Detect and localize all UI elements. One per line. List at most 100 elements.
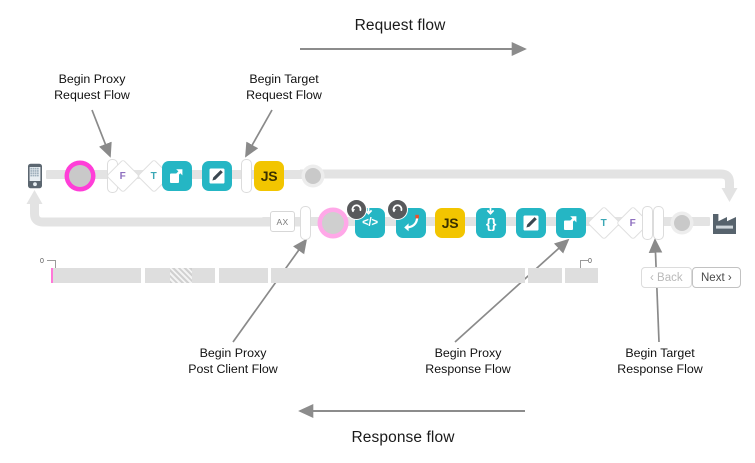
pencil-icon (209, 168, 225, 184)
proxy-response-flow-bar[interactable] (640, 206, 654, 240)
dot-shape (674, 215, 690, 231)
javascript-policy[interactable]: JS (254, 161, 284, 191)
condition-f-diamond[interactable]: F (106, 159, 140, 193)
annotation-begin-proxy-post-client: Begin Proxy Post Client Flow (153, 346, 313, 377)
bar-shape (652, 206, 664, 240)
back-button[interactable]: ‹ Back (641, 267, 692, 288)
policy-label: JS (260, 168, 278, 184)
condition-t-diamond-response[interactable]: T (587, 206, 621, 240)
annotation-line-1: Begin Proxy (58, 72, 126, 86)
policy-tile (202, 161, 232, 191)
javascript-policy-response[interactable]: JS (435, 208, 465, 238)
annotation-begin-proxy-request: Begin Proxy Request Flow (22, 72, 162, 103)
json-policy[interactable]: {} (476, 206, 506, 238)
annotation-line-1: Begin Proxy (434, 346, 502, 360)
policy-tile: {} (476, 206, 506, 238)
post-client-flow-bar[interactable] (298, 206, 312, 240)
leader-begin-proxy-post-client (232, 238, 308, 343)
timeline-start-bracket (47, 260, 56, 268)
policy-tile: </> (346, 199, 385, 238)
timeline-segment-7[interactable] (528, 268, 562, 283)
leader-begin-proxy-response (454, 238, 570, 343)
assign-policy-response[interactable] (556, 208, 586, 238)
timeline-segment-1[interactable] (53, 268, 141, 283)
share-arrow-icon (563, 215, 576, 230)
edit-policy-response[interactable] (516, 208, 546, 238)
loop-badge (346, 199, 367, 220)
condition-label: F (119, 170, 127, 182)
request-rail-return-corner (300, 169, 738, 202)
ring-shape (322, 212, 344, 234)
condition-label: F (629, 217, 637, 229)
timeline-end-bracket (580, 260, 589, 268)
timeline-segment-3[interactable] (170, 268, 192, 283)
timeline-segment-4[interactable] (192, 268, 215, 283)
leader-begin-target-request (245, 109, 273, 158)
bar-shape (299, 206, 311, 240)
policy-tile (516, 208, 546, 238)
share-arrow-icon (169, 168, 182, 183)
bar-shape (240, 159, 252, 193)
edit-policy[interactable] (202, 161, 232, 191)
condition-label: T (600, 217, 608, 229)
response-flow-row: AX </> (0, 198, 755, 248)
policy-label: </> (362, 217, 378, 229)
annotation-line-1: Begin Target (249, 72, 319, 86)
annotation-begin-target-response: Begin Target Response Flow (580, 346, 740, 377)
request-end-dot[interactable] (303, 166, 323, 186)
timeline-segment-6[interactable] (271, 268, 525, 283)
timeline-segment-8[interactable] (565, 268, 598, 283)
annotation-line-2: Request Flow (54, 87, 130, 102)
response-flow-title: Response flow (351, 429, 455, 446)
timeline-marker-start (51, 268, 54, 283)
condition-label: T (150, 170, 158, 182)
target-server-icon (710, 208, 740, 238)
ax-label: AX (270, 211, 295, 232)
request-start-ring[interactable] (67, 163, 93, 189)
target-request-flow-bar[interactable] (239, 159, 253, 193)
request-flow-title: Request flow (354, 17, 446, 34)
loop-policy[interactable] (387, 199, 426, 238)
annotation-line-2: Response Flow (425, 361, 511, 376)
leader-begin-proxy-request (91, 109, 112, 158)
timeline-segment-5[interactable] (219, 268, 268, 283)
target-response-flow-bar[interactable] (651, 206, 665, 240)
request-flow-row: F T (0, 150, 755, 200)
ax-analytics-chip[interactable]: AX (270, 211, 295, 232)
download-arrow-icon (486, 206, 495, 215)
annotation-line-2: Response Flow (617, 361, 703, 376)
timeline-start-caption: 0 (40, 258, 44, 265)
loop-badge (387, 199, 408, 220)
trace-timeline[interactable]: 0 0 (0, 258, 755, 294)
response-rail-to-client (26, 190, 300, 227)
diamond-shape: F (106, 159, 140, 193)
policy-tile (556, 208, 586, 238)
timeline-segment-2[interactable] (145, 268, 170, 283)
return-arrow-icon (403, 214, 419, 231)
dot-shape (305, 168, 321, 184)
policy-label: JS (441, 215, 459, 231)
loop-icon (350, 203, 361, 212)
annotation-line-2: Request Flow (246, 87, 322, 102)
leader-begin-target-response (648, 238, 663, 343)
pencil-icon (523, 215, 539, 231)
client-device-icon (25, 163, 45, 189)
next-button[interactable]: Next › (692, 267, 741, 288)
policy-tile (387, 199, 426, 238)
factory-icon (713, 213, 736, 234)
policy-tile: JS (254, 161, 284, 191)
ring-shape (69, 165, 91, 187)
policy-label: {} (485, 215, 497, 231)
annotation-line-1: Begin Proxy (199, 346, 267, 360)
code-policy[interactable]: </> (346, 199, 385, 238)
annotation-begin-target-request: Begin Target Request Flow (214, 72, 354, 103)
response-start-dot[interactable] (672, 213, 692, 233)
assign-message-policy[interactable] (162, 161, 192, 191)
annotation-line-2: Post Client Flow (188, 361, 278, 376)
loop-icon (391, 203, 402, 212)
policy-tile (162, 161, 192, 191)
post-client-ring[interactable] (320, 210, 346, 236)
bar-shape (641, 206, 653, 240)
